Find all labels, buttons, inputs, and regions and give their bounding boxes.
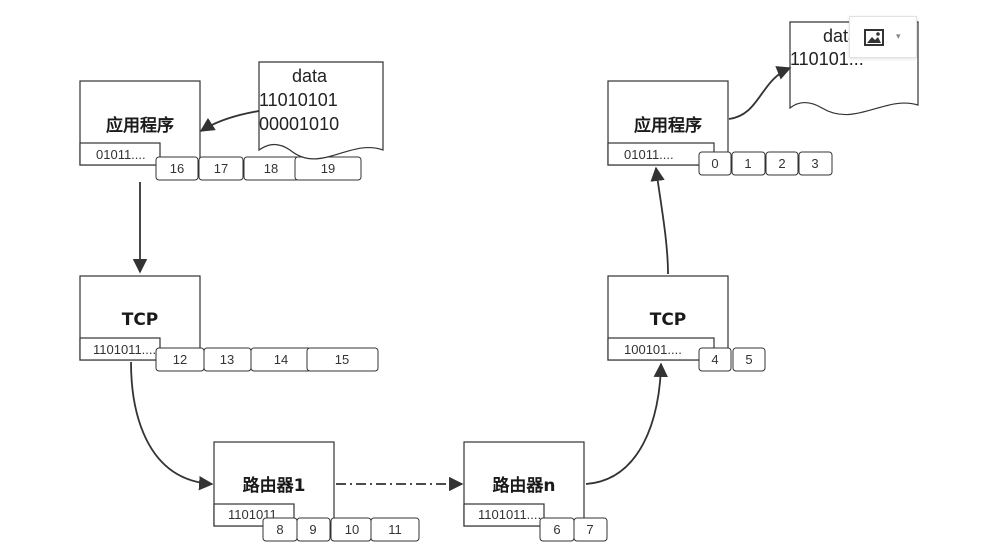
receiver-tcp-bits: 100101.... xyxy=(624,342,682,357)
receiver-app-cell: 1 xyxy=(744,156,751,171)
receiver-app-bits: 01011.... xyxy=(624,147,674,162)
input-data-document[interactable]: data 11010101 00001010 xyxy=(258,61,384,160)
edge-data-to-sender-app xyxy=(199,110,260,132)
router1-cell: 11 xyxy=(388,522,402,537)
input-doc-line: 00001010 xyxy=(259,114,339,134)
input-doc-line: data xyxy=(292,66,328,86)
routern-bits: 1101011.... xyxy=(478,507,541,522)
router1-node[interactable]: 路由器1 1101011.... xyxy=(213,441,335,527)
router1-cell: 8 xyxy=(276,522,283,537)
edge-sender-tcp-to-router1 xyxy=(130,361,214,491)
sender-app-cell: 19 xyxy=(321,161,335,176)
edge-routern-to-receiver-tcp xyxy=(585,362,668,485)
edge-receiver-tcp-to-app xyxy=(650,166,669,275)
router1-cell: 9 xyxy=(309,522,316,537)
image-toolbar[interactable]: ▾ xyxy=(849,16,917,58)
receiver-app-cell: 0 xyxy=(711,156,718,171)
sender-tcp-cell: 14 xyxy=(274,352,288,367)
output-doc-line: 110101... xyxy=(790,49,864,69)
sender-app-cell: 16 xyxy=(170,161,184,176)
sender-app-cells: 16 17 18 19 xyxy=(155,156,362,181)
sender-app-node[interactable]: 应用程序 01011.... xyxy=(79,80,201,166)
routern-node[interactable]: 路由器n 1101011.... xyxy=(463,441,585,527)
sender-tcp-cell: 13 xyxy=(220,352,234,367)
image-icon[interactable] xyxy=(864,29,884,46)
input-doc-line: 11010101 xyxy=(259,90,338,110)
sender-app-cell: 18 xyxy=(264,161,278,176)
chevron-down-icon[interactable]: ▾ xyxy=(896,31,901,41)
sender-app-bits: 01011.... xyxy=(96,147,146,162)
receiver-tcp-node[interactable]: TCP 100101.... xyxy=(607,275,729,361)
receiver-tcp-title: TCP xyxy=(650,310,687,330)
receiver-app-title: 应用程序 xyxy=(634,115,702,136)
sender-tcp-cells: 12 13 14 15 xyxy=(155,347,379,372)
routern-title: 路由器n xyxy=(492,475,555,496)
sender-tcp-cell: 12 xyxy=(173,352,187,367)
edge-receiver-app-to-data xyxy=(728,66,792,120)
receiver-app-cells: 0 1 2 3 xyxy=(698,151,833,176)
router1-cell: 10 xyxy=(345,522,359,537)
router1-cells: 8 9 10 11 xyxy=(262,517,420,542)
sender-tcp-bits: 1101011.... xyxy=(93,342,156,357)
routern-cell: 6 xyxy=(553,522,560,537)
receiver-tcp-cell: 4 xyxy=(711,352,718,367)
routern-cells: 6 7 xyxy=(539,517,608,542)
receiver-app-cell: 2 xyxy=(778,156,785,171)
sender-tcp-node[interactable]: TCP 1101011.... xyxy=(79,275,201,361)
sender-app-title: 应用程序 xyxy=(106,115,174,136)
sender-tcp-cell: 15 xyxy=(335,352,349,367)
sender-app-cell: 17 xyxy=(214,161,228,176)
receiver-tcp-cells: 4 5 xyxy=(698,347,766,372)
sender-tcp-title: TCP xyxy=(122,310,159,330)
receiver-app-cell: 3 xyxy=(811,156,818,171)
receiver-tcp-cell: 5 xyxy=(745,352,752,367)
receiver-app-node[interactable]: 应用程序 01011.... xyxy=(607,80,729,166)
routern-cell: 7 xyxy=(586,522,593,537)
router1-title: 路由器1 xyxy=(243,475,306,496)
